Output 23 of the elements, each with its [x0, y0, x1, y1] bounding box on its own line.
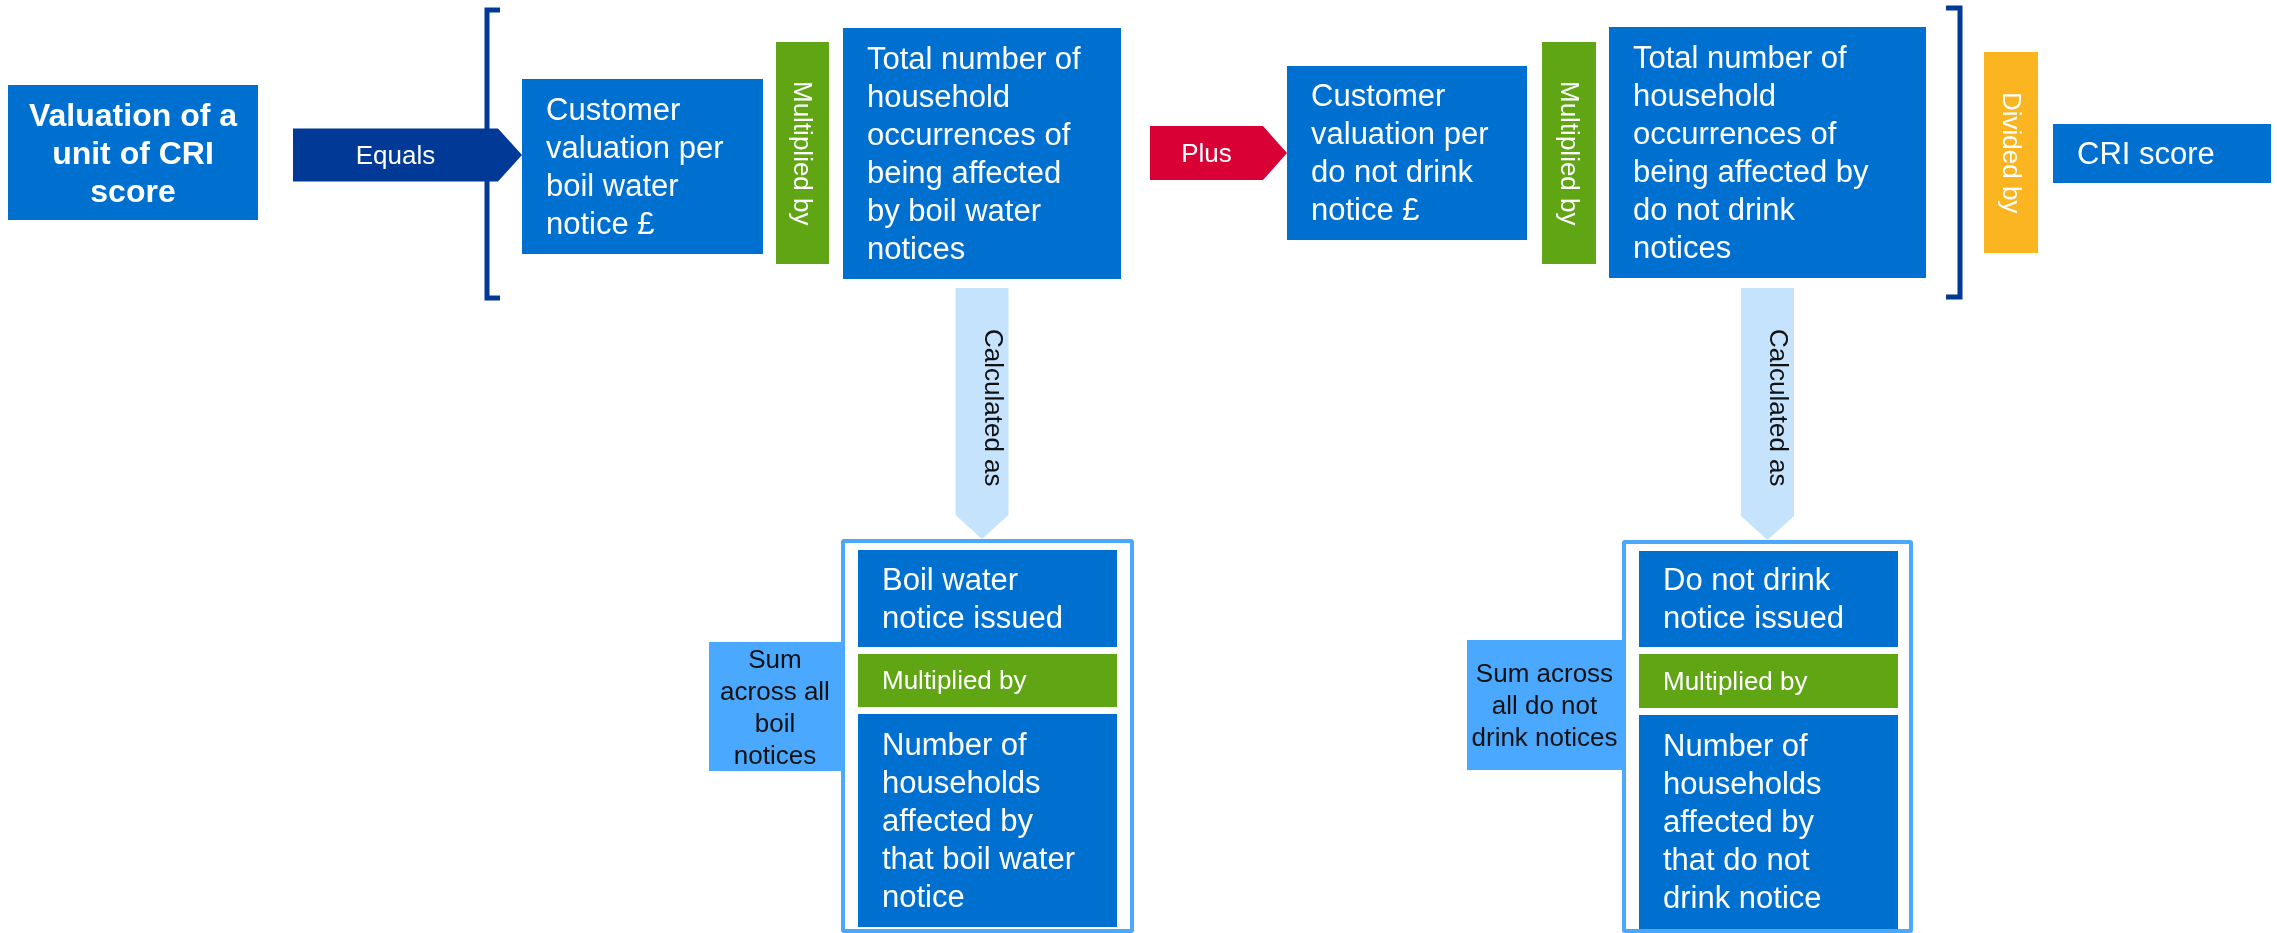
container-box [841, 539, 1134, 933]
term-box: Total number of household occurrences of being affected by do not drink notices [1609, 27, 1926, 278]
term-box: Number of households affected by that boil water notice [858, 714, 1117, 927]
operator-bar: Multiplied by [1542, 42, 1596, 264]
edge-label: Calculated as [1763, 328, 1794, 489]
result-box: Valuation of a unit of CRI score [8, 85, 258, 220]
term-box: Customer valuation per boil water notice £ [522, 79, 763, 254]
operator-bar: Multiplied by [776, 42, 829, 264]
edge-label: Calculated as [977, 327, 1009, 489]
container-box [1622, 540, 1913, 933]
term-box: Customer valuation per do not drink notice £ [1287, 66, 1527, 240]
sum-tab: Sum across all boil notices [709, 642, 841, 771]
term-box: CRI score [2053, 124, 2271, 183]
edge-label: Equals [354, 138, 437, 172]
operator-bar: Multiplied by [858, 654, 1117, 707]
operator-bar: Divided by [1984, 52, 2038, 253]
sum-tab: Sum across all do not drink notices [1467, 640, 1622, 770]
term-box: Do not drink notice issued [1639, 551, 1898, 647]
term-box: Number of households affected by that do not drink notice [1639, 715, 1898, 929]
term-box: Total number of household occurrences of being affected by boil water notices [843, 28, 1121, 279]
term-box: Boil water notice issued [858, 550, 1117, 647]
edge-label: Plus [1180, 136, 1233, 170]
operator-bar: Multiplied by [1639, 654, 1898, 708]
